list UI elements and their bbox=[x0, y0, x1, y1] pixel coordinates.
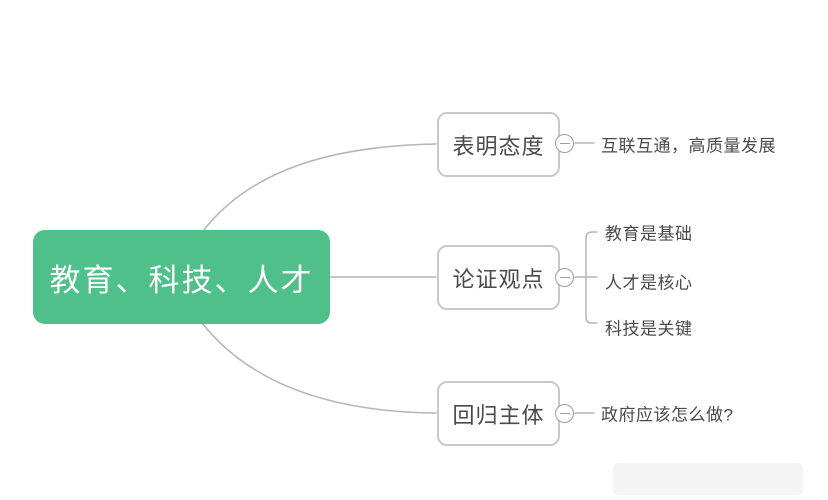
minus-icon bbox=[559, 412, 570, 415]
minus-icon bbox=[559, 276, 570, 279]
connector-branch2-bracket bbox=[585, 231, 598, 324]
collapse-button-branch1[interactable] bbox=[555, 134, 574, 153]
branch-node-biaoming-taidu[interactable]: 表明态度 bbox=[437, 112, 560, 177]
leaf-node-rencai-hexin[interactable]: 人才是核心 bbox=[605, 273, 693, 293]
leaf-node-keji-guanjian[interactable]: 科技是关键 bbox=[605, 319, 693, 339]
leaf-node-hulian-hutong[interactable]: 互联互通，高质量发展 bbox=[601, 136, 776, 156]
root-node[interactable]: 教育、科技、人才 bbox=[33, 230, 330, 324]
branch-node-huigui-zhuti[interactable]: 回归主体 bbox=[437, 381, 560, 446]
leaf-node-jiaoyu-jichu[interactable]: 教育是基础 bbox=[605, 224, 693, 244]
watermark-remnant bbox=[613, 463, 803, 495]
minus-icon bbox=[559, 142, 570, 145]
collapse-button-branch2[interactable] bbox=[555, 268, 574, 287]
connector-root-branch3 bbox=[201, 322, 437, 414]
branch-node-lunzheng-guandian[interactable]: 论证观点 bbox=[437, 245, 560, 310]
collapse-button-branch3[interactable] bbox=[555, 404, 574, 423]
connector-root-branch1 bbox=[202, 143, 437, 232]
leaf-node-zhengfu-zenmezuo[interactable]: 政府应该怎么做? bbox=[601, 405, 734, 425]
